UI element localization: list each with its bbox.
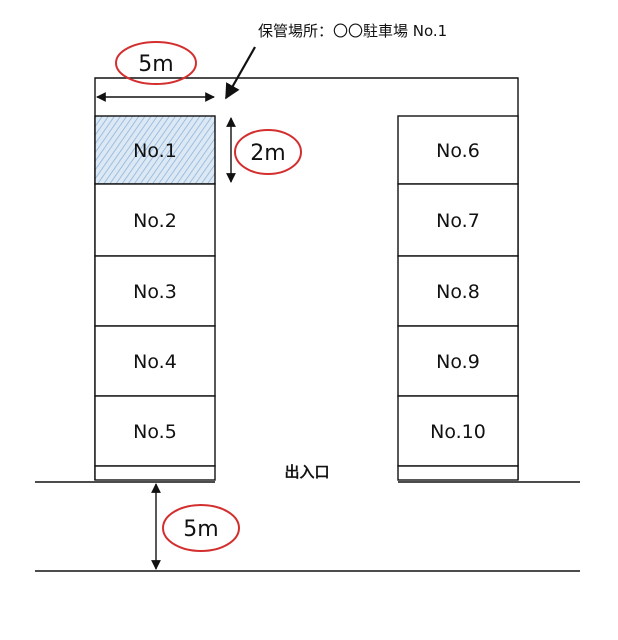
depth-dimension-label: 2m — [250, 141, 285, 166]
slot-label-no10: No.10 — [430, 421, 486, 443]
road-dimension-circle — [162, 504, 240, 552]
width-dimension-circle — [115, 41, 197, 85]
width-dimension-label: 5m — [138, 52, 173, 77]
slot-label-no8: No.8 — [436, 281, 480, 303]
slot-box-no9 — [397, 325, 519, 397]
slot-box-right-end — [397, 465, 519, 481]
slot-box-no5 — [94, 395, 216, 467]
title-label: 保管場所：〇〇駐車場 No.1 — [258, 22, 447, 40]
slot-label-no3: No.3 — [133, 281, 177, 303]
entrance-label: 出入口 — [284, 463, 329, 481]
title-pointer-arrow — [225, 46, 256, 100]
slot-label-no5: No.5 — [133, 421, 177, 443]
right-column: No.6 No.7 No.8 No.9 No.10 — [397, 115, 519, 481]
slot-box-no8 — [397, 255, 519, 327]
slot-label-no9: No.9 — [436, 351, 480, 373]
slot-label-no4: No.4 — [133, 351, 177, 373]
slot-label-no2: No.2 — [133, 210, 177, 232]
slot-box-left-end — [94, 465, 216, 481]
slot-label-no7: No.7 — [436, 210, 480, 232]
slot-box-no6 — [397, 115, 519, 185]
slot-box-no10 — [397, 395, 519, 467]
road-dimension-label: 5m — [183, 517, 218, 542]
slot-box-no2 — [94, 183, 216, 257]
slot-box-no7 — [397, 183, 519, 257]
slot-label-no6: No.6 — [436, 140, 480, 162]
slot-box-no4 — [94, 325, 216, 397]
slot-label-no1: No.1 — [133, 140, 177, 162]
depth-dimension-circle — [234, 129, 302, 175]
left-column: No.1 No.2 No.3 No.4 No.5 — [94, 115, 216, 481]
